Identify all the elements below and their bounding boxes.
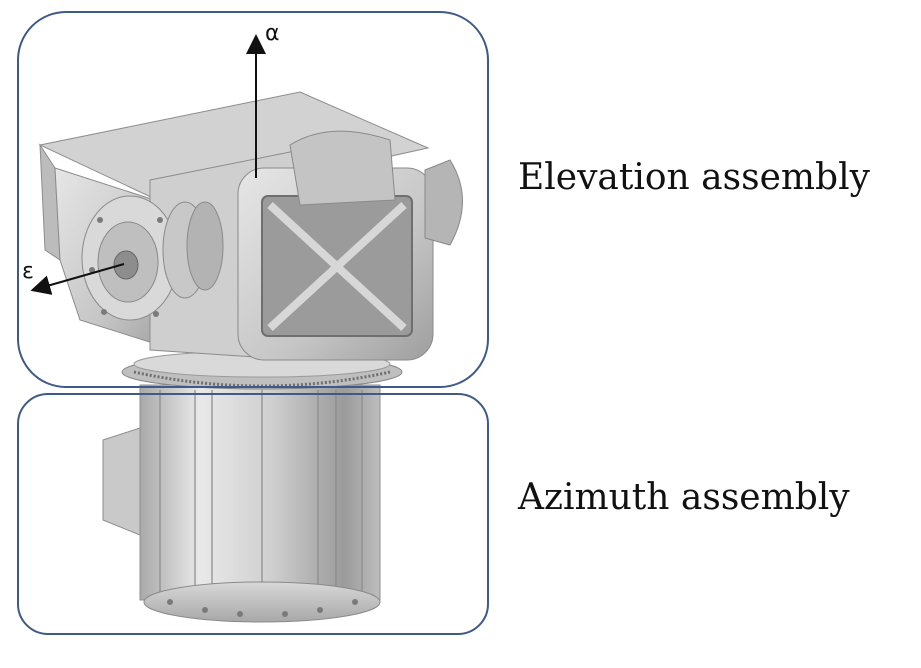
azimuth-assembly-drawing <box>102 384 381 623</box>
azimuth-bolts <box>167 599 358 617</box>
elevation-top-plate <box>38 91 430 206</box>
elevation-cross-brace <box>267 202 407 331</box>
azimuth-assembly-label: Azimuth assembly <box>518 477 850 518</box>
elevation-motor-cap <box>424 159 463 246</box>
epsilon-axis-label: ε <box>22 259 34 284</box>
elevation-assembly-label: Elevation assembly <box>518 157 870 198</box>
azimuth-base-flange <box>143 581 381 623</box>
azimuth-ribs <box>159 390 363 600</box>
gear-ring <box>121 350 403 390</box>
elevation-assembly-drawing <box>38 91 463 361</box>
azimuth-assembly-frame <box>17 393 489 635</box>
elevation-assembly-frame <box>17 11 489 388</box>
azimuth-cylinder <box>139 384 381 601</box>
alpha-axis-label: α <box>265 21 280 46</box>
azimuth-bracket <box>102 427 141 536</box>
epsilon-axis-arrow <box>30 263 125 295</box>
